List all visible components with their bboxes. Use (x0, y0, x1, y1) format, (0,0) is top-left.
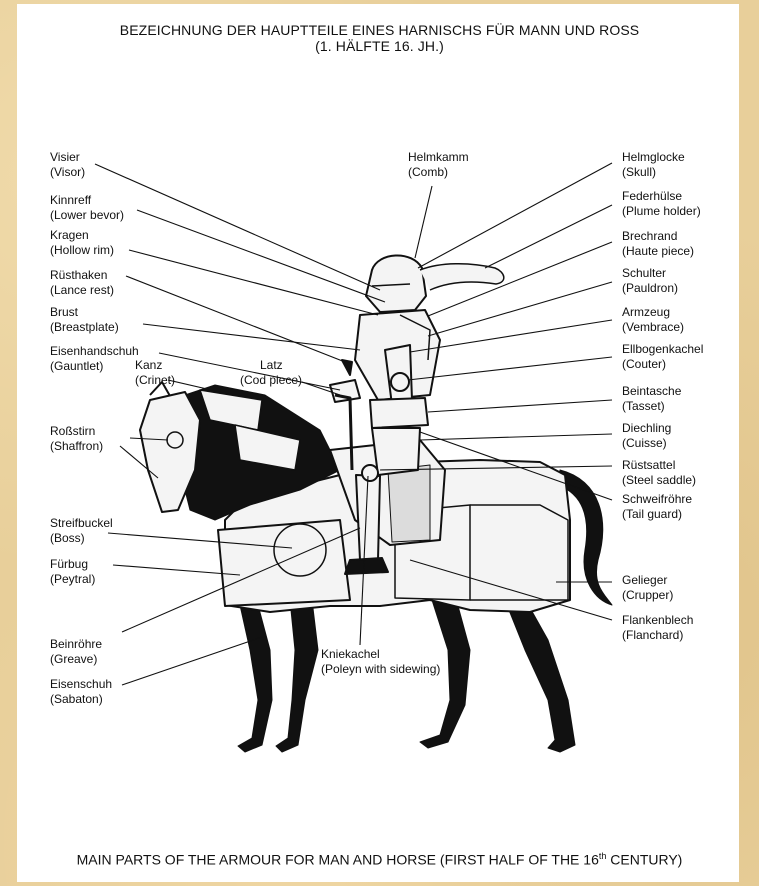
label-german: Eisenhandschuh (50, 344, 139, 359)
label-german: Helmglocke (622, 150, 685, 165)
label-german: Gelieger (622, 573, 673, 588)
label-german: Beintasche (622, 384, 681, 399)
label-english: (Steel saddle) (622, 473, 696, 488)
label-federhulse: Federhülse (Plume holder) (622, 189, 701, 219)
label-ellbogenkachel: Ellbogenkachel (Couter) (622, 342, 703, 372)
label-english: (Lance rest) (50, 283, 114, 298)
label-english: (Lower bevor) (50, 208, 124, 223)
label-german: Kragen (50, 228, 114, 243)
label-beintasche: Beintasche (Tasset) (622, 384, 681, 414)
label-visier: Visier (Visor) (50, 150, 85, 180)
label-english: (Flanchard) (622, 628, 693, 643)
label-english: (Pauldron) (622, 281, 678, 296)
label-german: Streifbuckel (50, 516, 113, 531)
label-german: Beinröhre (50, 637, 102, 652)
label-latz: Latz (Cod piece) (240, 358, 302, 388)
label-english: (Gauntlet) (50, 359, 139, 374)
label-english: (Sabaton) (50, 692, 112, 707)
label-rossstirn: Roßstirn (Shaffron) (50, 424, 103, 454)
label-german: Federhülse (622, 189, 701, 204)
label-german: Kanz (135, 358, 175, 373)
label-rustsattel: Rüstsattel (Steel saddle) (622, 458, 696, 488)
label-helmglocke: Helmglocke (Skull) (622, 150, 685, 180)
label-english: (Hollow rim) (50, 243, 114, 258)
label-english: (Plume holder) (622, 204, 701, 219)
label-brechrand: Brechrand (Haute piece) (622, 229, 694, 259)
label-kragen: Kragen (Hollow rim) (50, 228, 114, 258)
label-english: (Cod piece) (240, 373, 302, 388)
label-kniekachel: Kniekachel (Poleyn with sidewing) (321, 647, 440, 677)
label-english: (Visor) (50, 165, 85, 180)
caption-english: MAIN PARTS OF THE ARMOUR FOR MAN AND HOR… (0, 851, 759, 868)
label-flankenblech: Flankenblech (Flanchard) (622, 613, 693, 643)
label-beinrohre: Beinröhre (Greave) (50, 637, 102, 667)
label-english: (Crupper) (622, 588, 673, 603)
label-german: Rüstsattel (622, 458, 696, 473)
label-german: Rüsthaken (50, 268, 114, 283)
label-english: (Greave) (50, 652, 102, 667)
label-german: Helmkamm (408, 150, 469, 165)
label-kanz: Kanz (Crinet) (135, 358, 175, 388)
label-german: Schweifröhre (622, 492, 692, 507)
label-english: (Cuisse) (622, 436, 671, 451)
label-rusthaken: Rüsthaken (Lance rest) (50, 268, 114, 298)
label-schulter: Schulter (Pauldron) (622, 266, 678, 296)
label-english: (Crinet) (135, 373, 175, 388)
label-brust: Brust (Breastplate) (50, 305, 119, 335)
label-german: Schulter (622, 266, 678, 281)
label-english: (Comb) (408, 165, 469, 180)
label-english: (Poleyn with sidewing) (321, 662, 440, 677)
label-diechling: Diechling (Cuisse) (622, 421, 671, 451)
label-german: Brechrand (622, 229, 694, 244)
label-furbug: Fürbug (Peytral) (50, 557, 95, 587)
label-english: (Vembrace) (622, 320, 684, 335)
label-english: (Couter) (622, 357, 703, 372)
label-german: Eisenschuh (50, 677, 112, 692)
label-german: Flankenblech (622, 613, 693, 628)
label-english: (Shaffron) (50, 439, 103, 454)
label-german: Roßstirn (50, 424, 103, 439)
label-german: Brust (50, 305, 119, 320)
label-english: (Tail guard) (622, 507, 692, 522)
label-english: (Breastplate) (50, 320, 119, 335)
label-english: (Skull) (622, 165, 685, 180)
label-german: Diechling (622, 421, 671, 436)
label-german: Ellbogenkachel (622, 342, 703, 357)
label-german: Latz (240, 358, 302, 373)
label-schweifrohre: Schweifröhre (Tail guard) (622, 492, 692, 522)
label-german: Kniekachel (321, 647, 440, 662)
caption-suffix: CENTURY) (606, 852, 682, 868)
label-english: (Haute piece) (622, 244, 694, 259)
label-english: (Boss) (50, 531, 113, 546)
label-helmkamm: Helmkamm (Comb) (408, 150, 469, 180)
label-eisenschuh: Eisenschuh (Sabaton) (50, 677, 112, 707)
label-gelieger: Gelieger (Crupper) (622, 573, 673, 603)
label-german: Armzeug (622, 305, 684, 320)
label-kinnreff: Kinnreff (Lower bevor) (50, 193, 124, 223)
label-german: Fürbug (50, 557, 95, 572)
label-german: Visier (50, 150, 85, 165)
label-streifbuckel: Streifbuckel (Boss) (50, 516, 113, 546)
label-armzeug: Armzeug (Vembrace) (622, 305, 684, 335)
label-german: Kinnreff (50, 193, 124, 208)
label-english: (Peytral) (50, 572, 95, 587)
caption-main: MAIN PARTS OF THE ARMOUR FOR MAN AND HOR… (77, 852, 599, 868)
label-eisenhandschuh: Eisenhandschuh (Gauntlet) (50, 344, 139, 374)
label-english: (Tasset) (622, 399, 681, 414)
